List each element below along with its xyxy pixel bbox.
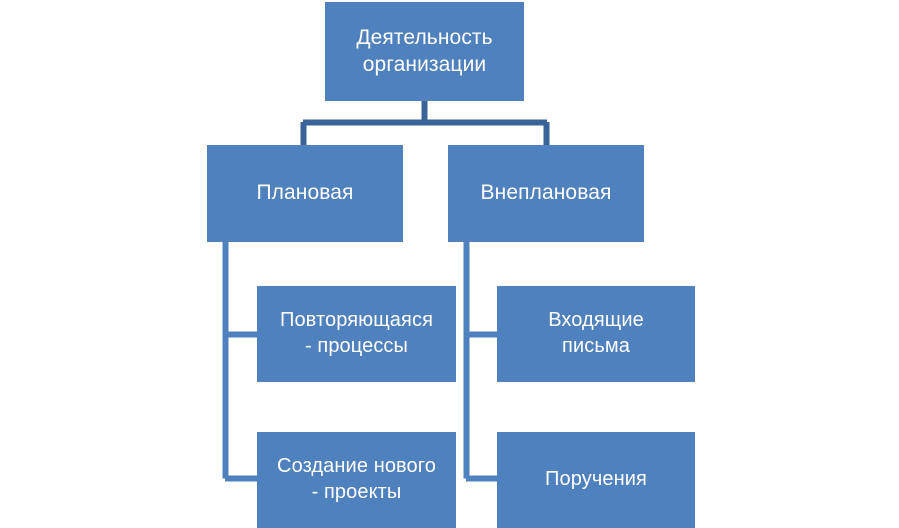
node-assignments[interactable]: Поручения: [497, 432, 695, 528]
node-planned[interactable]: Плановая: [207, 145, 403, 242]
node-new-creation-projects[interactable]: Создание нового - проекты: [257, 432, 456, 528]
node-root[interactable]: Деятельность организации: [325, 2, 524, 101]
node-incoming-letters[interactable]: Входящие письма: [497, 286, 695, 382]
node-repeating-processes[interactable]: Повторяющаяся - процессы: [257, 286, 456, 382]
node-unplanned[interactable]: Внеплановая: [448, 145, 644, 242]
